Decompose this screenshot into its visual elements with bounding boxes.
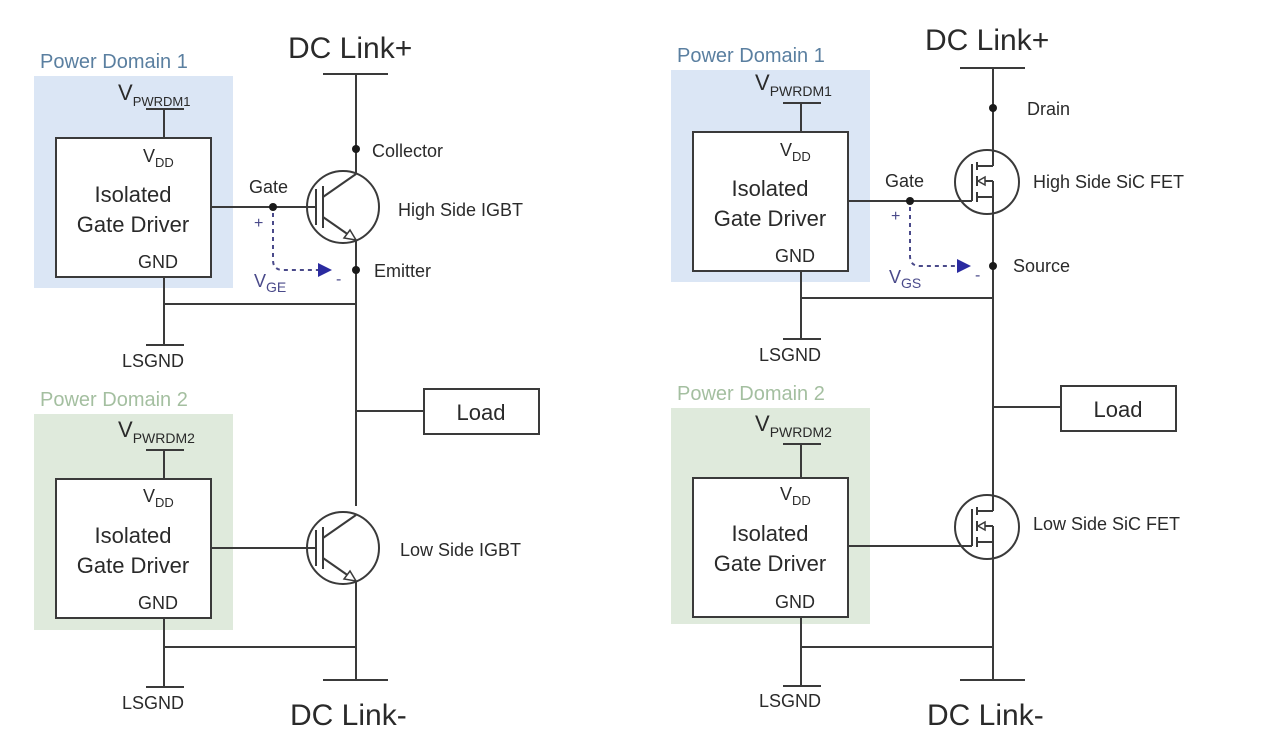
vgs-plus: + xyxy=(891,208,900,225)
driver-title-line1: Isolated xyxy=(94,182,171,207)
vgs-arrow-icon xyxy=(957,259,971,273)
gate-node xyxy=(906,197,914,205)
vge-measurement-path xyxy=(272,213,318,271)
vge-plus: + xyxy=(254,215,263,232)
vpwrdm1-label: VPWRDM1 xyxy=(755,70,832,99)
vdd-label: VDD xyxy=(780,140,811,164)
vdd-label: VDD xyxy=(780,484,811,508)
gnd-label: GND xyxy=(775,246,815,266)
low-side-sic-fet-symbol xyxy=(954,494,1020,560)
lsgnd-label: LSGND xyxy=(122,693,184,713)
vgs-measurement-path xyxy=(909,207,957,267)
high-side-gate-driver xyxy=(692,131,849,272)
load-label: Load xyxy=(457,400,506,425)
driver-title-line2: Gate Driver xyxy=(77,212,189,237)
drain-label: Drain xyxy=(1027,99,1070,119)
driver-title-line2: Gate Driver xyxy=(714,206,826,231)
high-side-igbt-label: High Side IGBT xyxy=(398,200,523,220)
load-box xyxy=(423,388,540,435)
vdd-label: VDD xyxy=(143,486,174,510)
gate-node xyxy=(269,203,277,211)
vpwrdm2-label: VPWRDM2 xyxy=(118,417,195,446)
driver-title-line1: Isolated xyxy=(731,176,808,201)
dc-link-minus-label: DC Link- xyxy=(290,699,407,732)
low-side-gate-driver xyxy=(692,477,849,618)
collector-node xyxy=(352,145,360,153)
lsgnd-label: LSGND xyxy=(759,345,821,365)
lsgnd-label: LSGND xyxy=(122,351,184,371)
vge-label: VGE xyxy=(254,271,286,295)
high-side-sic-fet-label: High Side SiC FET xyxy=(1033,172,1184,192)
high-side-sic-fet-symbol xyxy=(954,149,1020,215)
low-side-igbt-label: Low Side IGBT xyxy=(400,540,521,560)
emitter-node xyxy=(352,266,360,274)
load-box xyxy=(1060,385,1177,432)
sic-fet-half-bridge: Power Domain 1 Power Domain 2 DC Link+ D… xyxy=(671,24,1184,732)
low-side-sic-fet-label: Low Side SiC FET xyxy=(1033,514,1180,534)
gnd-label: GND xyxy=(138,593,178,613)
driver-title-line1: Isolated xyxy=(731,521,808,546)
vge-arrow-icon xyxy=(318,263,332,277)
source-node xyxy=(989,262,997,270)
high-side-gate-driver xyxy=(55,137,212,278)
lsgnd-label: LSGND xyxy=(759,691,821,711)
power-domain-1-label: Power Domain 1 xyxy=(677,45,825,67)
source-label: Source xyxy=(1013,256,1070,276)
vpwrdm1-label: VPWRDM1 xyxy=(118,80,190,109)
vdd-label: VDD xyxy=(143,146,174,170)
dc-link-plus-label: DC Link+ xyxy=(288,32,412,65)
driver-title-line2: Gate Driver xyxy=(714,551,826,576)
igbt-half-bridge: Power Domain 1 Power Domain 2 DC Link+ C… xyxy=(34,32,540,732)
collector-label: Collector xyxy=(372,141,443,161)
gnd-label: GND xyxy=(138,252,178,272)
dc-link-minus-label: DC Link- xyxy=(927,699,1044,732)
vgs-label: VGS xyxy=(889,267,921,291)
gnd-label: GND xyxy=(775,592,815,612)
emitter-label: Emitter xyxy=(374,261,431,281)
driver-title-line1: Isolated xyxy=(94,523,171,548)
load-label: Load xyxy=(1094,397,1143,422)
dc-link-plus-label: DC Link+ xyxy=(925,24,1049,57)
power-domain-2-label: Power Domain 2 xyxy=(677,383,825,405)
low-side-igbt-symbol xyxy=(306,511,380,585)
low-side-gate-driver xyxy=(55,478,212,619)
vpwrdm2-label: VPWRDM2 xyxy=(755,411,832,440)
gate-label: Gate xyxy=(249,177,288,197)
gate-label: Gate xyxy=(885,171,924,191)
high-side-igbt-symbol xyxy=(306,170,380,244)
vge-minus: - xyxy=(336,271,341,288)
power-domain-2-label: Power Domain 2 xyxy=(40,389,188,411)
drain-node xyxy=(989,104,997,112)
driver-title-line2: Gate Driver xyxy=(77,553,189,578)
power-domain-1-label: Power Domain 1 xyxy=(40,51,188,73)
vgs-minus: - xyxy=(975,267,980,284)
